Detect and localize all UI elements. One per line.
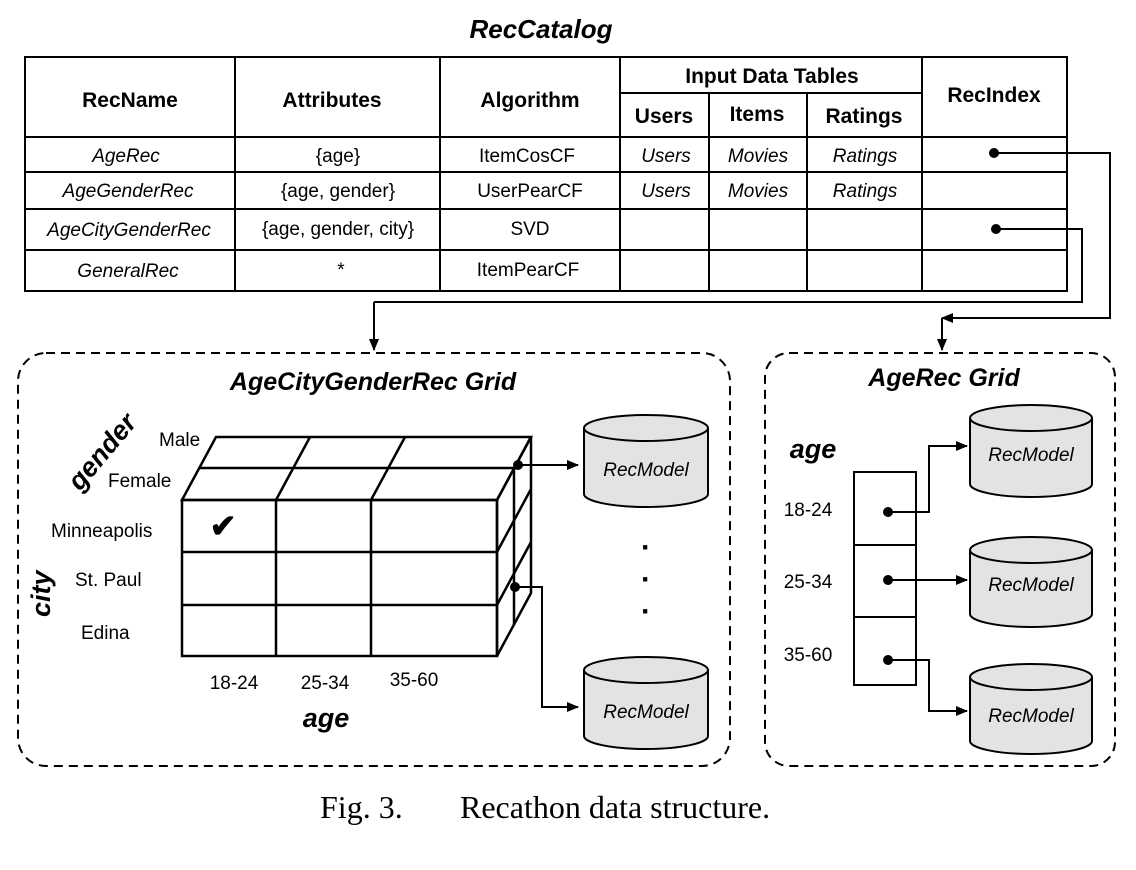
header-users: Users [635,105,693,128]
age-axis-label: age [790,434,837,464]
catalog-row: AgeRec {age} ItemCosCF Users Movies Rati… [91,146,898,167]
city-axis-label: city [26,568,56,617]
gender-value: Female [108,471,171,492]
row-recname: AgeCityGenderRec [46,220,211,241]
recmodel-label: RecModel [988,445,1074,466]
row-recname: AgeGenderRec [62,181,194,202]
row-users: Users [641,181,691,202]
recmodel-cylinder: RecModel [583,414,709,508]
city-value: Minneapolis [51,521,152,542]
rec-catalog-table: RecCatalog RecName Attributes Algorithm … [24,14,1111,351]
city-value: Edina [81,623,130,644]
index-pointer-arrow [888,659,968,716]
header-algorithm: Algorithm [480,89,579,112]
age-value: 18-24 [784,500,833,521]
header-ratings: Ratings [825,105,902,128]
header-recindex: RecIndex [947,84,1041,107]
row-recname: GeneralRec [77,261,179,282]
row-recname: AgeRec [91,146,160,167]
recmodel-cylinder: RecModel [583,656,709,750]
age-value: 25-34 [301,673,350,694]
age-index-column [853,471,917,686]
agecitygenderrec-grid-panel: AgeCityGenderRec Grid ✔ gender Male Fema… [17,352,731,767]
row-algorithm: UserPearCF [477,181,583,202]
row-items: Movies [728,181,789,202]
row-algorithm: ItemPearCF [477,260,579,281]
age-value: 35-60 [784,645,833,666]
figure-number: Fig. 3. [320,789,403,825]
row-items: Movies [728,146,789,167]
recmodel-label: RecModel [603,460,689,481]
row-attributes: {age, gender, city} [262,219,414,240]
row-algorithm: ItemCosCF [479,146,575,167]
row-users: Users [641,146,691,167]
header-input-data-tables: Input Data Tables [685,65,858,88]
ellipsis-dot: · [641,563,651,596]
left-panel-border [17,352,731,767]
age-value: 18-24 [210,673,259,694]
header-recname: RecName [82,89,178,112]
catalog-row: AgeGenderRec {age, gender} UserPearCF Us… [62,181,898,202]
row-ratings: Ratings [833,181,898,202]
catalog-title: RecCatalog [469,14,612,44]
recmodel-cylinder: RecModel [969,404,1093,498]
right-grid-title: AgeRec Grid [867,364,1020,392]
check-mark: ✔ [210,508,237,544]
catalog-row: GeneralRec * ItemPearCF [77,260,579,282]
age-value: 25-34 [784,572,833,593]
right-panel-border [764,352,1116,767]
recmodel-label: RecModel [603,702,689,723]
cell-pointer-arrow [515,586,579,712]
figure-caption: Recathon data structure. [460,789,770,825]
pointer-to-agerec-grid [941,152,1111,323]
recmodel-label: RecModel [988,706,1074,727]
age-value: 35-60 [390,670,439,691]
row-algorithm: SVD [510,219,549,240]
ellipsis-dot: · [641,595,651,628]
recmodel-cylinder: RecModel [969,536,1093,628]
catalog-table-border [24,56,1068,292]
recmodel-label: RecModel [988,575,1074,596]
header-items: Items [730,103,785,126]
pointer-to-agecitygenderrec-grid [374,228,1083,303]
index-pointer-arrow [888,441,968,513]
age-axis-label: age [303,703,350,733]
row-attributes: * [337,260,345,281]
left-grid-title: AgeCityGenderRec Grid [229,368,517,396]
city-value: St. Paul [75,570,142,591]
row-attributes: {age} [316,146,360,167]
header-attributes: Attributes [282,89,381,112]
ellipsis-dot: · [641,531,651,564]
gender-value: Male [159,430,200,451]
agerec-grid-panel: AgeRec Grid age 18-24 25-34 35-60 RecMod… [764,352,1116,767]
row-attributes: {age, gender} [281,181,395,202]
recmodel-cylinder: RecModel [969,663,1093,755]
row-ratings: Ratings [833,146,898,167]
catalog-row: AgeCityGenderRec {age, gender, city} SVD [46,219,549,241]
grid-cube [179,435,534,658]
